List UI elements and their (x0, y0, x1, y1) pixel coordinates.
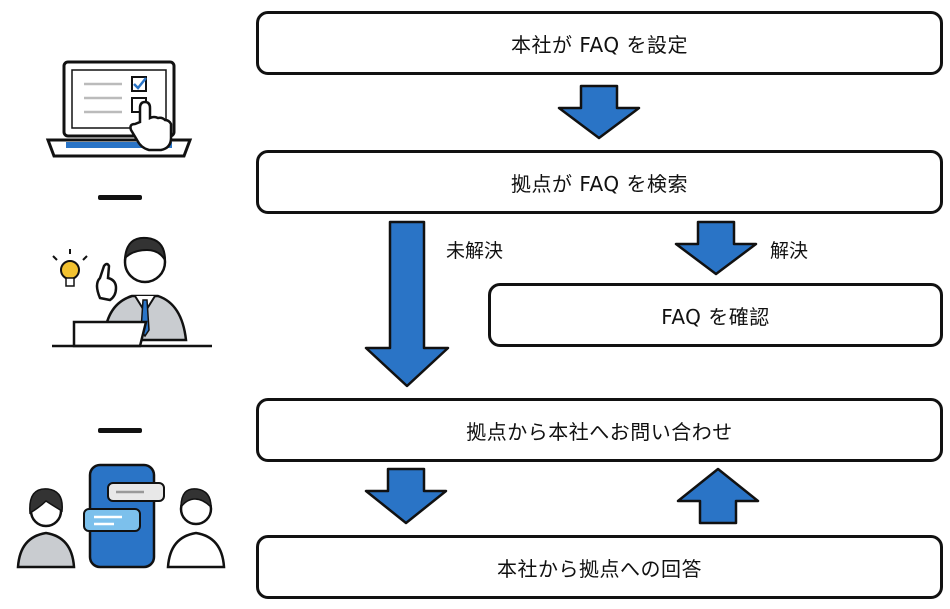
step-set-faq: 本社が FAQ を設定 (256, 11, 943, 75)
separator-dash (98, 195, 142, 200)
arrow-down-1 (557, 84, 641, 140)
label-resolved: 解決 (770, 240, 809, 262)
step-answer: 本社から拠点への回答 (256, 535, 943, 599)
step-inquiry: 拠点から本社へお問い合わせ (256, 398, 943, 462)
chat-support-icon (16, 463, 226, 569)
laptop-checklist-icon (45, 60, 193, 158)
label-unresolved: 未解決 (446, 240, 504, 262)
office-worker-idea-icon (52, 236, 212, 348)
arrow-down-resolved (674, 220, 758, 276)
arrow-down-unresolved (364, 220, 450, 388)
arrow-up (676, 467, 760, 525)
step-confirm-faq: FAQ を確認 (488, 283, 943, 347)
arrow-down-2 (364, 467, 448, 525)
separator-dash (98, 428, 142, 433)
step-search-faq: 拠点が FAQ を検索 (256, 150, 943, 214)
